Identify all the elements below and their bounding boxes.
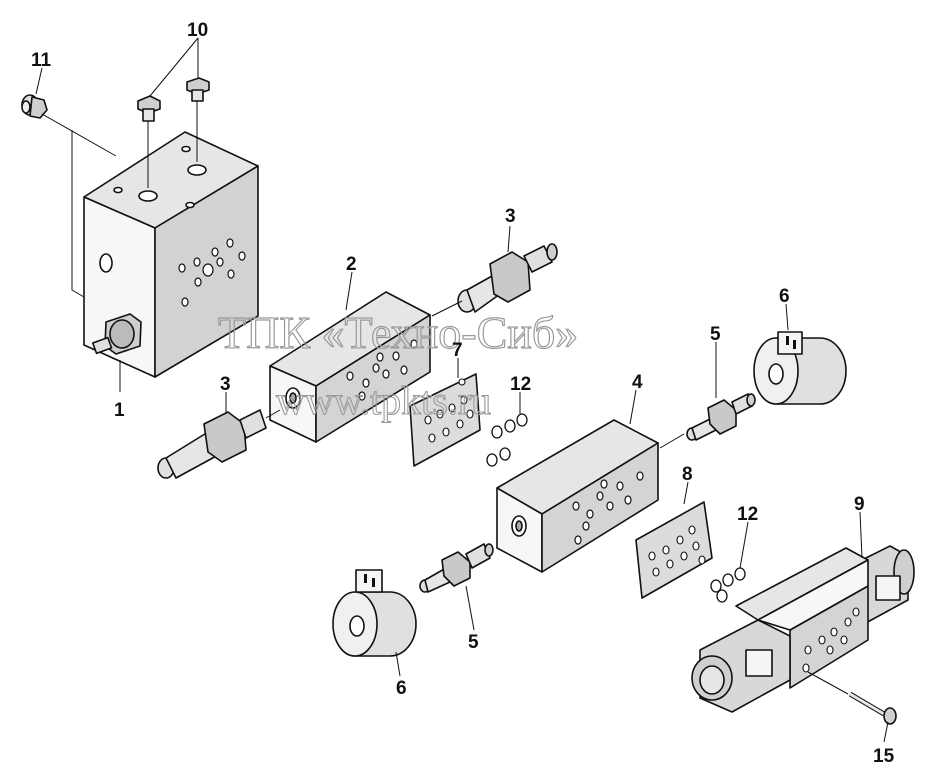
watermark-company-name: ТПК «Техно-Сиб» (218, 307, 578, 358)
callout-1: 1 (114, 400, 125, 421)
callout-6-lower: 6 (396, 678, 407, 699)
callout-2: 2 (346, 254, 357, 275)
manifold-block-part-1 (83, 131, 259, 378)
screw-part-10-right (186, 77, 210, 102)
gasket-plate-part-8 (635, 501, 713, 599)
solenoid-coil-part-6-upper (753, 331, 847, 405)
watermark-website: www.tpkts.ru (276, 378, 491, 423)
callout-10: 10 (187, 20, 208, 41)
gasket-plate-part-7 (409, 373, 481, 467)
callout-8: 8 (682, 464, 693, 485)
assembly-lines-part-1 (41, 101, 198, 392)
block-part-4 (496, 419, 659, 573)
callout-3-lower: 3 (220, 374, 231, 395)
o-rings-part-12-lower (710, 567, 746, 603)
callout-12-upper: 12 (510, 374, 531, 395)
callout-12-lower: 12 (737, 504, 758, 525)
cartridge-part-3-lower (157, 409, 281, 479)
valve-stem-part-5-lower (419, 543, 494, 593)
block-part-2 (269, 291, 431, 443)
bolt-part-15 (807, 671, 897, 725)
callout-7: 7 (452, 340, 463, 361)
callout-9: 9 (854, 494, 865, 515)
screw-part-10-left (137, 95, 161, 122)
directional-valve-part-9 (691, 545, 915, 713)
callout-15: 15 (873, 746, 895, 767)
solenoid-coil-part-6-lower (332, 569, 417, 657)
callout-4: 4 (632, 372, 643, 393)
cartridge-part-3-upper (457, 243, 558, 313)
callout-5-upper: 5 (710, 324, 721, 345)
plug-part-11 (21, 94, 48, 119)
callout-leaders (35, 37, 889, 743)
callout-11: 11 (31, 50, 52, 71)
callout-5-lower: 5 (468, 632, 479, 653)
callout-6-upper: 6 (779, 286, 790, 307)
valve-stem-part-5-upper (686, 393, 756, 441)
callout-3-upper: 3 (505, 206, 516, 227)
o-rings-part-12-upper (486, 413, 528, 467)
